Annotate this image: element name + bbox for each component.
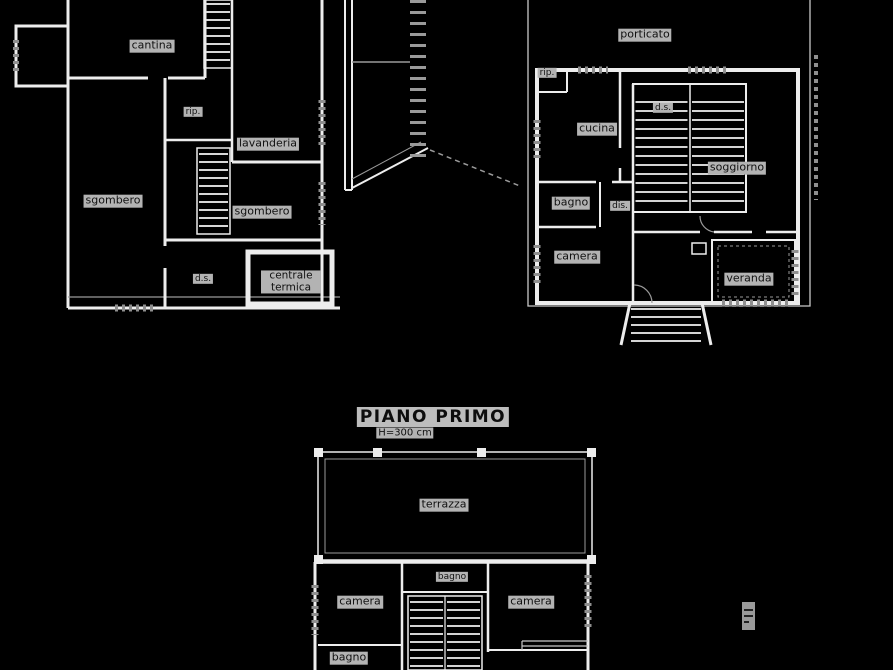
room-label-terrazza: terrazza [419,497,469,512]
room-label-camera-right: camera [508,594,554,609]
room-label-porticato: porticato [618,27,672,42]
room-label-ds-b: d.s. [652,102,674,114]
room-label-camera-b: camera [554,249,600,264]
room-label-centrale-termica: centrale termica [261,270,321,294]
room-label-camera-left: camera [337,594,383,609]
room-label-soggiorno: soggiorno [707,160,767,175]
room-label-cantina: cantina [129,38,175,53]
plan-c-walls [311,448,596,670]
room-label-lavanderia: lavanderia [236,136,300,151]
room-label-veranda: veranda [724,271,774,286]
room-label-ds-a: d.s. [192,273,214,285]
room-label-rip-b: rip. [537,67,557,79]
plan-a-walls [13,0,521,312]
room-label-bagno-bottom: bagno [329,650,369,665]
room-label-bagno-b: bagno [551,195,591,210]
room-label-sgombero-left: sgombero [83,193,143,208]
floor-title: PIANO PRIMO [356,407,510,427]
floor-height-note: H=300 cm [376,427,434,439]
room-label-bagno-top: bagno [435,571,469,583]
plan-b-walls [527,0,818,346]
room-label-sgombero-center: sgombero [232,204,292,219]
room-label-cucina: cucina [577,121,617,136]
room-label-rip-a: rip. [183,106,203,118]
scan-artifact [742,602,755,630]
terrace-pillars [314,448,596,564]
room-label-dis: dis. [610,200,630,212]
